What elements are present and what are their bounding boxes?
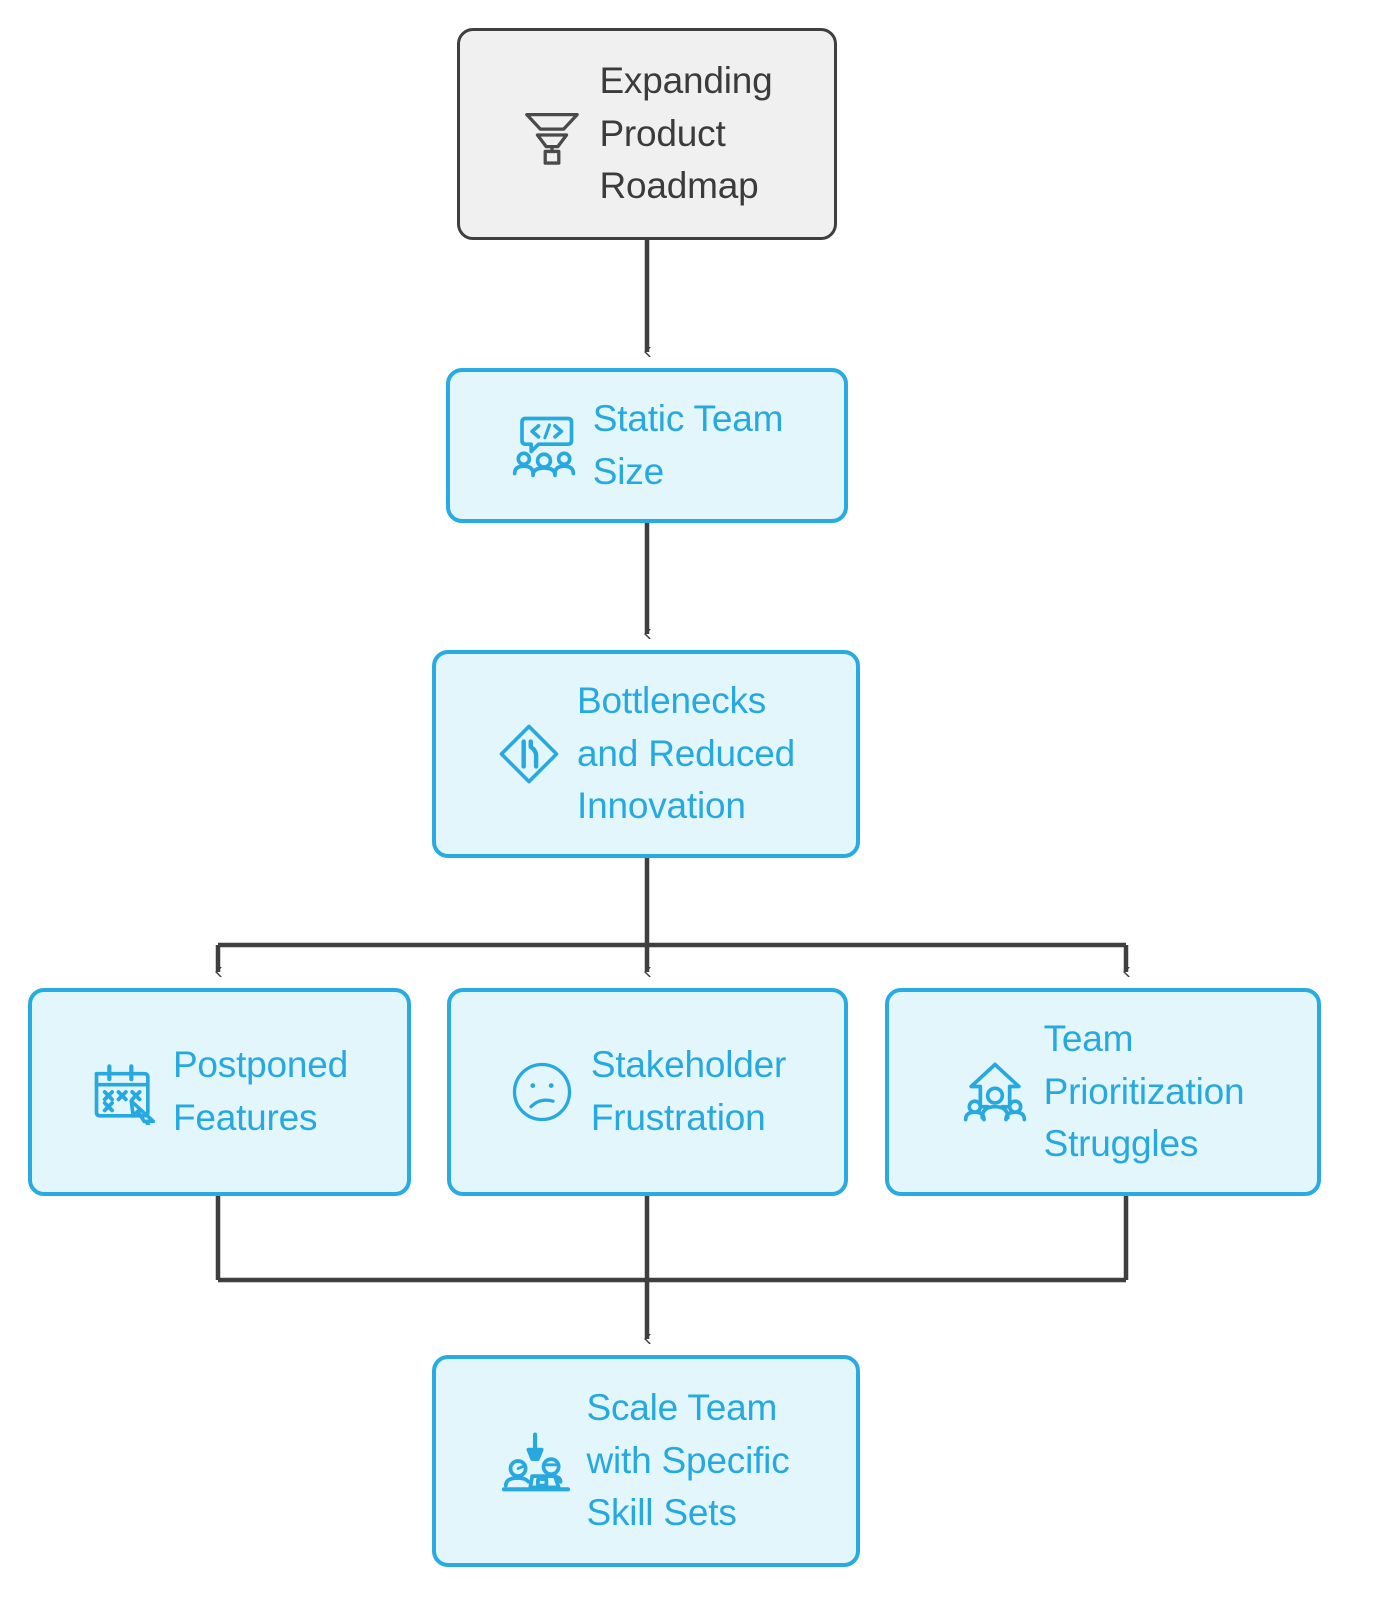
team-growth-arrow-icon <box>962 1059 1028 1125</box>
node-stakeholder-frustration[interactable]: Stakeholder Frustration <box>447 988 848 1196</box>
sad-face-icon <box>509 1059 575 1125</box>
team-code-icon <box>511 413 577 479</box>
node-label: Bottlenecks and Reduced Innovation <box>577 680 795 827</box>
calendar-cursor-icon <box>91 1059 157 1129</box>
node-label: Team Prioritization Struggles <box>1043 1018 1245 1165</box>
road-narrows-sign-icon <box>497 722 561 786</box>
node-label: Stakeholder Frustration <box>590 1044 787 1138</box>
node-bottlenecks-and-reduced-innovation[interactable]: Bottlenecks and Reduced Innovation <box>432 650 860 858</box>
node-label: Postponed Features <box>172 1044 349 1138</box>
node-label: Expanding Product Roadmap <box>599 60 773 207</box>
node-expanding-product-roadmap[interactable]: Expanding Product Roadmap <box>457 28 837 240</box>
team-workstation-icon <box>502 1427 571 1495</box>
node-scale-team-with-specific-skill-sets[interactable]: Scale Team with Specific Skill Sets <box>432 1355 860 1567</box>
node-label: Static Team Size <box>592 397 784 492</box>
node-static-team-size[interactable]: Static Team Size <box>446 368 848 523</box>
node-label: Scale Team with Specific Skill Sets <box>586 1387 790 1534</box>
funnel-icon <box>521 103 583 165</box>
node-postponed-features[interactable]: Postponed Features <box>28 988 411 1196</box>
node-team-prioritization-struggles[interactable]: Team Prioritization Struggles <box>885 988 1321 1196</box>
